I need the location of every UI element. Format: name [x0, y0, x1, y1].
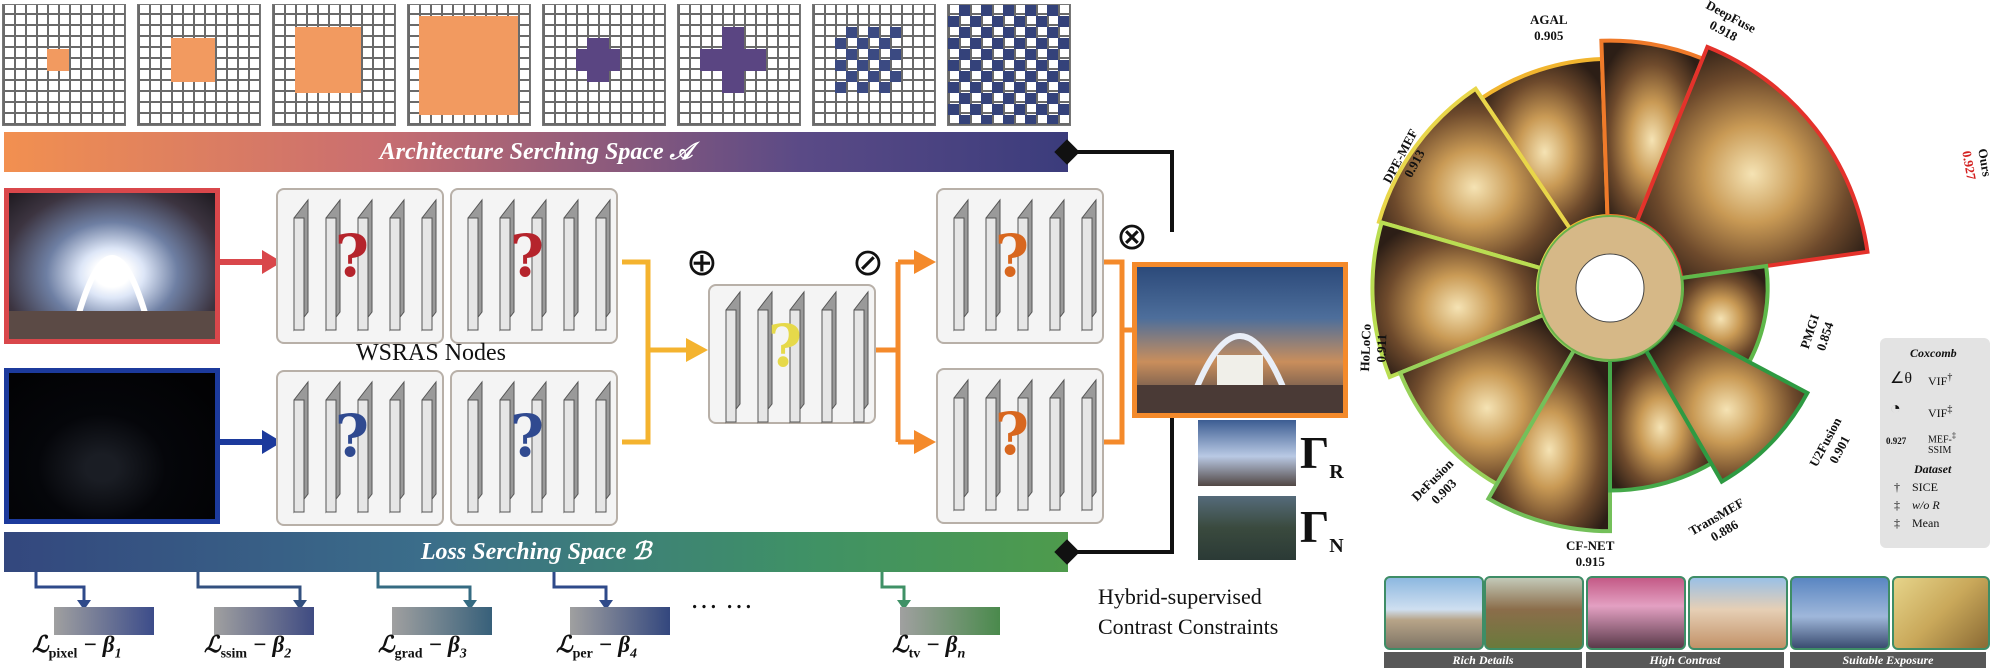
overexposed-input-image	[4, 188, 220, 344]
grid-tile-3	[272, 4, 396, 126]
grid-tile-5	[542, 4, 666, 126]
hybrid-caption: Hybrid-supervised Contrast Constraints	[1098, 584, 1279, 639]
gamma-r-label: ΓR	[1300, 427, 1344, 484]
grid-tile-1	[2, 4, 126, 126]
sample-thumb-4	[1688, 576, 1788, 650]
gamma-n-label: ΓN	[1300, 501, 1344, 558]
loss-chip-pixel	[54, 607, 154, 635]
underexposed-input-image	[4, 368, 220, 524]
center-hole	[1575, 253, 1645, 323]
legend-vif-r: VIF‡	[1928, 404, 1953, 420]
otimes-operator-icon: ⊗	[1116, 214, 1148, 258]
legend-title: Coxcomb	[1910, 346, 1957, 360]
coxcomb-legend: Coxcomb ∠θ VIF† ◔ VIF‡ 0.927 MEF-‡SSIM D…	[1880, 338, 1990, 548]
loss-chip-ssim	[214, 607, 314, 635]
legend-mef-value: 0.927	[1886, 436, 1907, 446]
loss-label-tv: ℒtv − βn	[892, 632, 966, 662]
legend-dataset-item-2: ‡ w/o R	[1894, 498, 1940, 512]
slash-operator-icon: ⊘	[852, 240, 884, 284]
sample-thumb-1	[1384, 576, 1484, 650]
legend-theta-icon: ∠θ	[1890, 370, 1913, 387]
loss-label-ssim: ℒssim − β2	[204, 632, 292, 662]
grid-tile-6	[677, 4, 801, 126]
sample-thumb-2	[1484, 576, 1584, 650]
loss-chip-per	[570, 607, 670, 635]
legend-radius-icon: ◔	[1890, 398, 1901, 418]
grid-tile-2	[137, 4, 261, 126]
grid-tile-4	[407, 4, 531, 126]
grid-tile-8	[947, 4, 1071, 126]
arch-silhouette	[9, 255, 215, 339]
fused-arch-silhouette	[1137, 333, 1343, 413]
plus-operator-icon: ⊕	[686, 240, 718, 284]
question-mark-orange-2: ?	[995, 400, 1029, 468]
conv-slab-stacks	[0, 0, 1120, 540]
sample-thumb-6	[1892, 576, 1990, 650]
question-mark-red-1: ?	[335, 222, 369, 290]
loss-ellipsis: … …	[690, 584, 753, 615]
flow-connectors	[34, 139, 1174, 610]
loss-label-per: ℒper − β4	[556, 632, 638, 662]
loss-label-pixel: ℒpixel − β1	[32, 632, 122, 662]
sample-thumb-3	[1586, 576, 1686, 650]
question-mark-blue-1: ?	[335, 402, 369, 470]
reference-thumb-r	[1198, 420, 1296, 486]
reference-thumb-n	[1198, 496, 1296, 560]
sample-thumb-5	[1790, 576, 1890, 650]
loss-label-grad: ℒgrad − β3	[378, 632, 467, 662]
loss-chip-grad	[392, 607, 492, 635]
question-mark-yellow: ?	[768, 312, 802, 380]
question-mark-blue-2: ?	[510, 402, 544, 470]
coxcomb-chart	[1370, 38, 1870, 534]
legend-vif-theta: VIF†	[1928, 372, 1953, 388]
grid-tile-7	[812, 4, 936, 126]
tag-suitable-exposure: Suitable Exposure	[1790, 652, 1986, 668]
legend-dataset-item-1: † SICE	[1894, 480, 1939, 494]
tag-rich-details: Rich Details	[1384, 652, 1582, 668]
legend-dataset-title: Dataset	[1914, 462, 1952, 476]
tag-high-contrast: High Contrast	[1586, 652, 1784, 668]
wsras-nodes-label: WSRAS Nodes	[356, 340, 507, 366]
loss-chip-tv	[900, 607, 1000, 635]
fused-output-image	[1132, 262, 1348, 418]
question-mark-orange-1: ?	[995, 222, 1029, 290]
loss-search-space-bar: Loss Serching Space ℬ	[4, 532, 1068, 572]
question-mark-red-2: ?	[510, 222, 544, 290]
legend-mef-label: MEF-‡SSIM	[1928, 431, 1957, 457]
legend-dataset-item-3: ‡ Mean	[1894, 516, 1940, 530]
architecture-search-space-bar: Architecture Serching Space 𝒜	[4, 132, 1068, 172]
